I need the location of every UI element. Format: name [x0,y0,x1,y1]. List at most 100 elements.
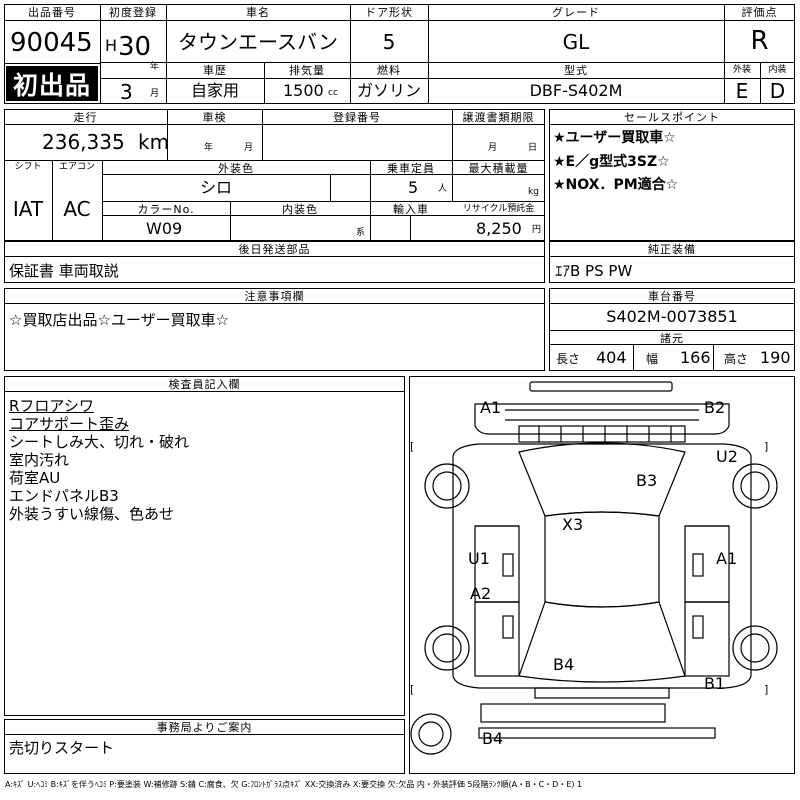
model-label: 車名 [246,6,270,19]
specs-label: 諸元 [660,332,684,345]
lot-no-label: 出品番号 [28,6,76,19]
bracket-left-bottom: [ [410,683,416,696]
damage-mark: A2 [470,584,492,603]
ac: AC [63,197,91,221]
damage-mark: U1 [468,549,490,568]
plate-label: 登録番号 [333,111,381,124]
lot-no: 90045 [10,28,93,58]
damage-mark: X3 [562,515,584,534]
equipment-label: 純正装備 [648,243,696,256]
damage-mark: A1 [480,398,502,417]
mileage-unit: km [138,130,170,154]
sales-point-1: ★ユーザー買取車☆ [553,130,676,146]
interior-label: 内装 [768,65,787,75]
inspector-line: 荷室AU [9,469,61,487]
width-label: 幅 [646,352,659,366]
color-no: W09 [146,219,183,238]
displacement-label: 排気量 [289,64,325,77]
equipment-box [549,241,795,283]
reg-month: 3 [120,80,133,104]
notes-value: ☆買取店出品☆ユーザー買取車☆ [9,311,230,329]
office-label: 事務局よりご案内 [156,721,253,734]
era: H [105,36,118,55]
parts-label: 後日発送部品 [238,243,311,256]
sales-point-3: ★NOX．PM適合☆ [553,177,679,193]
inspection-label: 車検 [202,111,227,124]
parts-value: 保証書 車両取説 [9,262,119,280]
notes-label: 注意事項欄 [244,290,305,303]
damage-mark: B4 [482,729,504,748]
height-label: 高さ [724,352,749,366]
load-unit: kg [528,187,539,197]
shift: IAT [12,197,44,221]
chassis-box [549,288,795,371]
shift-label: シフト [14,162,42,172]
sales-points-label: セールスポイント [624,111,720,124]
chassis-number: S402M-0073851 [606,307,738,326]
inspector-line: Rフロアシワ [9,397,94,415]
office-box [4,719,405,774]
inspection-year-unit: 年 [204,143,214,153]
transfer-day-unit: 日 [528,143,538,153]
recycle-fee: 8,250 [476,219,522,238]
mileage: 236,335 [42,130,125,154]
parts-box [4,241,545,283]
inspector-notes: Rフロアシワ コアサポート歪み シートしみ大、切れ・破れ 室内汚れ 荷室AU エ… [9,397,189,523]
doors: 5 [382,30,396,54]
color-no-label: カラーNo. [137,203,195,216]
capacity-unit: 人 [438,184,448,194]
bracket-left-top: [ [410,440,416,453]
details-box [4,109,545,241]
score-label: 評価点 [741,6,778,19]
mileage-label: 走行 [73,111,98,124]
height-value: 190 [760,348,791,367]
int-color-label: 内装色 [282,203,318,216]
month-unit: 月 [150,89,160,99]
score: R [750,26,769,56]
damage-mark: B1 [704,674,726,693]
fuel-label: 燃料 [377,64,401,77]
recycle-unit: 円 [532,225,542,235]
length-label: 長さ [556,352,581,366]
equipment-value: ｴｱB PS PW [555,262,633,280]
year-unit: 年 [150,62,160,72]
inspector-line: シートしみ大、切れ・破れ [9,433,190,451]
damage-mark: U2 [716,447,738,466]
exterior-label: 外装 [732,65,751,75]
bracket-right-bottom: ] [764,683,770,696]
grade: GL [562,30,590,54]
header-box [4,4,795,104]
capacity: 5 [408,178,419,197]
load-label: 最大積載量 [468,162,529,175]
damage-mark: A1 [716,549,738,568]
inspector-line: 外装うすい線傷、色あせ [9,505,175,523]
damage-mark: B2 [704,398,726,417]
grade-label: グレード [552,6,600,19]
color-label: 外装色 [218,162,254,175]
fuel: ガソリン [356,81,421,100]
recycle-label: リサイクル預託金 [462,204,535,214]
ac-label: エアコン [58,162,95,172]
doors-label: ドア形状 [365,6,413,19]
length-value: 404 [596,348,627,367]
office-value: 売切りスタート [9,739,115,757]
first-reg-label: 初度登録 [109,6,157,19]
sales-point-2: ★E／g型式3SZ☆ [553,154,670,170]
inspector-label: 検査員記入欄 [168,378,241,391]
sales-points-box [549,109,795,241]
legend: A:ｷｽﾞ U:ﾍｺﾐ B:ｷｽﾞを伴うﾍｺﾐ P:要塗装 W:補修跡 S:錆 … [5,780,583,789]
displacement-unit: cc [328,88,338,98]
exterior-grade: E [735,79,749,103]
history: 自家用 [190,81,239,100]
interior-grade: D [769,79,786,103]
first-listing-badge: 初出品 [6,66,98,101]
damage-mark: B4 [553,655,575,674]
type-label: 型式 [564,64,588,77]
damage-mark: B3 [636,471,658,490]
transfer-label: 譲渡書類期限 [462,111,535,124]
transfer-month-unit: 月 [488,143,498,153]
inspection-month-unit: 月 [244,143,254,153]
inspector-box [4,376,405,716]
model-type: DBF-S402M [529,81,623,100]
